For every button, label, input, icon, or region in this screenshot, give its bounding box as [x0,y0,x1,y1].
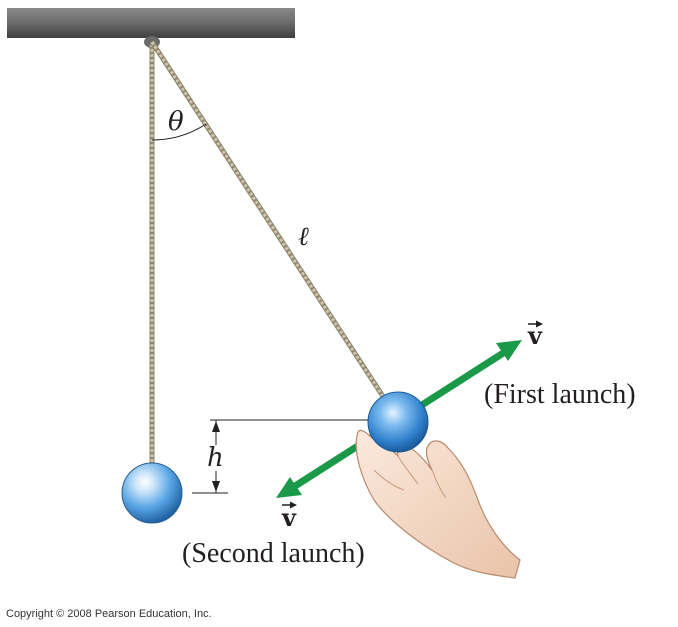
second-launch-label: (Second launch) [182,538,365,569]
velocity-arrowhead-first [496,340,522,361]
theta-arc [151,123,207,141]
velocity-second-label: v [281,501,297,532]
velocity-second-symbol: v [281,503,297,532]
height-label: h [207,443,224,473]
velocity-first-symbol: v [527,321,543,350]
resting-ball [121,462,183,524]
height-arrow-bottom [212,481,220,492]
height-label-bg [204,445,228,471]
length-label: ℓ [298,222,309,252]
velocity-first-label: v [527,320,543,350]
height-arrow-top [212,421,220,432]
angled-rope-texture [150,41,386,399]
copyright-text: Copyright © 2008 Pearson Education, Inc. [6,608,212,620]
theta-label: θ [168,107,184,137]
hand-illustration [355,429,521,579]
ceiling-bar [7,8,295,38]
first-launch-label: (First launch) [484,379,636,410]
launched-ball [367,391,429,453]
velocity-arrowhead-second [276,477,302,498]
